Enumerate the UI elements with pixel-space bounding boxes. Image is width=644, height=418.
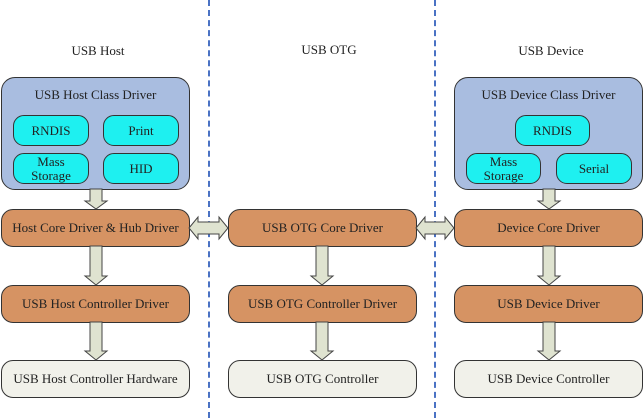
arrow-down-device-class-to-core — [536, 188, 562, 210]
host-class-item-print: Print — [103, 115, 179, 146]
column-title-otg: USB OTG — [301, 42, 357, 57]
otg-controller-driver: USB OTG Controller Driver — [228, 285, 417, 323]
column-title-device: USB Device — [518, 43, 584, 58]
arrow-down-otg-core-to-controller — [309, 245, 335, 286]
host-controller-driver: USB Host Controller Driver — [1, 285, 190, 323]
device-class-item-serial: Serial — [556, 153, 632, 184]
arrow-down-device-controller-to-hardware — [536, 321, 562, 361]
device-class-item-rndis: RNDIS — [515, 115, 590, 146]
otg-controller-hardware: USB OTG Controller — [228, 360, 417, 398]
host-class-driver: USB Host Class Driver RNDIS Print Mass S… — [1, 77, 190, 190]
device-class-item-mass-storage: Mass Storage — [466, 153, 541, 184]
host-class-driver-title: USB Host Class Driver — [34, 87, 157, 102]
device-class-driver-title: USB Device Class Driver — [481, 87, 616, 102]
arrow-down-otg-controller-to-hardware — [309, 321, 335, 361]
column-title-host: USB Host — [71, 43, 125, 58]
arrow-bidirectional-otg-device — [415, 215, 455, 241]
arrow-down-host-core-to-controller — [83, 245, 109, 286]
device-controller-hardware: USB Device Controller — [454, 360, 643, 398]
divider-host-otg — [208, 0, 210, 418]
divider-otg-device — [434, 0, 436, 418]
host-core-driver: Host Core Driver & Hub Driver — [1, 209, 190, 247]
arrow-down-host-class-to-core — [83, 188, 109, 210]
otg-core-driver: USB OTG Core Driver — [228, 209, 417, 247]
device-controller-driver: USB Device Driver — [454, 285, 643, 323]
host-class-item-mass-storage: Mass Storage — [13, 153, 89, 184]
host-class-item-rndis: RNDIS — [13, 115, 89, 146]
arrow-down-device-core-to-controller — [536, 245, 562, 286]
arrow-down-host-controller-to-hardware — [83, 321, 109, 361]
device-class-driver: USB Device Class Driver RNDIS Mass Stora… — [454, 77, 643, 190]
device-core-driver: Device Core Driver — [454, 209, 643, 247]
host-class-item-hid: HID — [103, 153, 179, 184]
arrow-bidirectional-host-otg — [188, 215, 229, 241]
host-controller-hardware: USB Host Controller Hardware — [1, 360, 190, 398]
